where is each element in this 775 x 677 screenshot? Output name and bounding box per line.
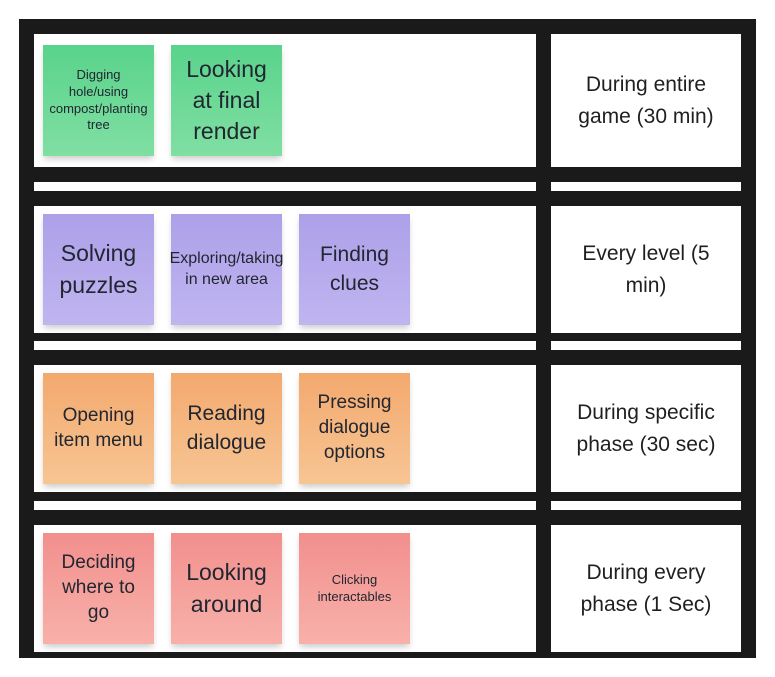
separator-strip-left (34, 182, 536, 191)
activities-cell: Opening item menu Reading dialogue Press… (34, 365, 536, 492)
sticky-note-dialogue-options[interactable]: Pressing dialogue options (299, 373, 410, 484)
frequency-text: During every phase (1 Sec) (580, 561, 712, 616)
separator-strip-right (551, 501, 741, 510)
activities-cell: Digging hole/using compost/planting tree… (34, 34, 536, 167)
row-entire-game: Digging hole/using compost/planting tree… (34, 34, 741, 167)
separator-strip-right (551, 182, 741, 191)
sticky-note-finding-clues[interactable]: Finding clues (299, 214, 410, 325)
frequency-text: Every level (5 min) (582, 242, 710, 297)
activities-cell: Solving puzzles Exploring/taking in new … (34, 206, 536, 333)
sticky-note-final-render[interactable]: Looking at final render (171, 45, 282, 156)
separator-strip-left (34, 501, 536, 510)
sticky-note-exploring[interactable]: Exploring/taking in new area (170, 214, 283, 325)
activity-frequency-board: Digging hole/using compost/planting tree… (19, 19, 756, 658)
frequency-text: During specific phase (30 sec) (576, 401, 716, 456)
separator-strip-right (551, 341, 741, 350)
sticky-note-digging-hole[interactable]: Digging hole/using compost/planting tree (43, 45, 154, 156)
separator-strip-left (34, 341, 536, 350)
activities-cell: Deciding where to go Looking around Clic… (34, 525, 536, 652)
sticky-note-item-menu[interactable]: Opening item menu (43, 373, 154, 484)
frequency-label-specific-phase: During specific phase (30 sec) (551, 365, 741, 492)
row-separator (34, 341, 741, 350)
row-every-level: Solving puzzles Exploring/taking in new … (34, 206, 741, 333)
row-every-phase: Deciding where to go Looking around Clic… (34, 525, 741, 652)
sticky-note-clicking-interactables[interactable]: Clicking interactables (299, 533, 410, 644)
frequency-label-every-level: Every level (5 min) (551, 206, 741, 333)
row-specific-phase: Opening item menu Reading dialogue Press… (34, 365, 741, 492)
row-separator (34, 182, 741, 191)
sticky-note-reading-dialogue[interactable]: Reading dialogue (171, 373, 282, 484)
frequency-text: During entire game (30 min) (578, 73, 714, 128)
row-separator (34, 501, 741, 510)
sticky-note-looking-around[interactable]: Looking around (171, 533, 282, 644)
sticky-note-deciding-where[interactable]: Deciding where to go (43, 533, 154, 644)
frequency-label-every-phase: During every phase (1 Sec) (551, 525, 741, 652)
sticky-note-solving-puzzles[interactable]: Solving puzzles (43, 214, 154, 325)
frequency-label-entire-game: During entire game (30 min) (551, 34, 741, 167)
